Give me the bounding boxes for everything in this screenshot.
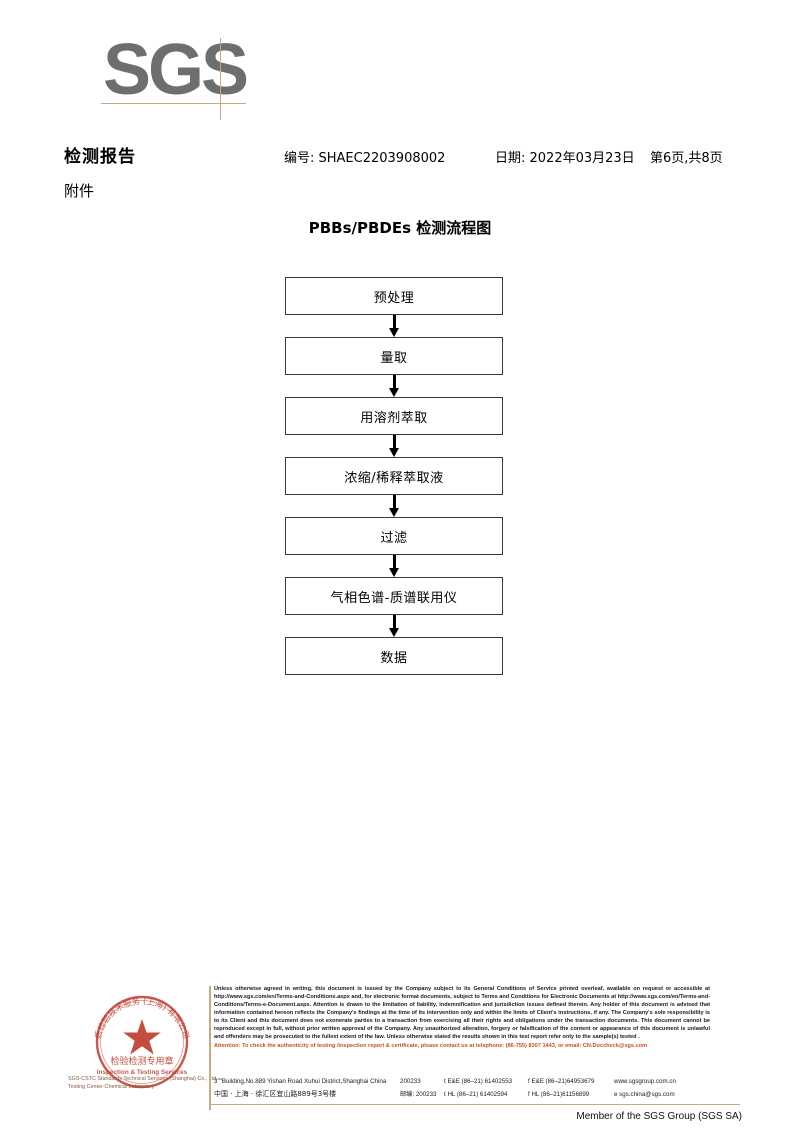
flow-arrow-4 bbox=[285, 495, 503, 517]
address-zip-en: 200233 bbox=[400, 1078, 421, 1085]
flow-node-label: 用溶剂萃取 bbox=[360, 410, 428, 426]
address-row: 3""Building,No.889 Yishan Road Xuhui Dis… bbox=[214, 1078, 724, 1091]
arrow-head-icon bbox=[389, 388, 399, 397]
svg-text:检验检测专用章: 检验检测专用章 bbox=[110, 1055, 173, 1067]
flow-node-label: 过滤 bbox=[380, 530, 408, 546]
address-zip-cn: 邮编: 200233 bbox=[400, 1091, 437, 1098]
address-tel-2-en: f E&E (86–21)64953679 bbox=[528, 1078, 595, 1085]
flow-arrow-3 bbox=[285, 435, 503, 457]
page-indicator: 第6页,共8页 bbox=[650, 151, 723, 166]
legal-attention-text: Attention: To check the authenticity of … bbox=[214, 1042, 648, 1049]
address-row: 中国 · 上海 · 徐汇区宜山路889号3号楼 邮编: 200233 t HL … bbox=[214, 1091, 724, 1103]
arrow-head-icon bbox=[389, 628, 399, 637]
address-line-en: 3""Building,No.889 Yishan Road Xuhui Dis… bbox=[214, 1078, 387, 1085]
arrow-shaft bbox=[392, 615, 396, 630]
sgs-logo: SGS bbox=[101, 34, 249, 120]
address-line-cn: 中国 · 上海 · 徐汇区宜山路889号3号楼 bbox=[214, 1090, 337, 1098]
legal-left-rule bbox=[209, 986, 211, 1108]
address-tel-2-cn: f HL (86–21)61156899 bbox=[528, 1091, 590, 1098]
address-tel-1-cn: t HL (86–21) 61402594 bbox=[444, 1091, 508, 1098]
logo-horizontal-rule bbox=[101, 103, 246, 104]
flow-node-label: 数据 bbox=[380, 650, 408, 666]
arrow-shaft bbox=[392, 375, 396, 390]
flow-node-label: 浓缩/稀释萃取液 bbox=[344, 470, 444, 486]
company-seal-stamp: 质检验技术服务 (上海) 有限公司 检验检测专用章 Inspection & T… bbox=[88, 988, 196, 1096]
arrow-shaft bbox=[392, 435, 396, 450]
arrow-shaft bbox=[392, 315, 396, 330]
sgs-logo-text: SGS bbox=[103, 30, 249, 110]
arrow-head-icon bbox=[389, 508, 399, 517]
arrow-head-icon bbox=[389, 448, 399, 457]
flow-arrow-5 bbox=[285, 555, 503, 577]
flowchart: 预处理 量取 用溶剂萃取 浓缩/稀释萃取液 过滤 bbox=[285, 277, 503, 675]
logo-vertical-rule bbox=[220, 38, 221, 120]
legal-body-text: Unless otherwise agreed in writing, this… bbox=[214, 986, 710, 1040]
flow-node-7: 数据 bbox=[285, 637, 503, 675]
flow-arrow-2 bbox=[285, 375, 503, 397]
flow-node-6: 气相色谱-质谱联用仪 bbox=[285, 577, 503, 615]
arrow-head-icon bbox=[389, 328, 399, 337]
seal-caption-line-2: Testing Center-Chemical Laboratory bbox=[68, 1084, 155, 1091]
flow-node-label: 预处理 bbox=[373, 290, 415, 306]
page-title: 检测报告 bbox=[64, 147, 136, 167]
footer-member-text: Member of the SGS Group (SGS SA) bbox=[576, 1111, 742, 1122]
flow-arrow-1 bbox=[285, 315, 503, 337]
legal-disclaimer: Unless otherwise agreed in writing, this… bbox=[214, 986, 710, 1051]
flowchart-title: PBBs/PBDEs 检测流程图 bbox=[308, 219, 492, 237]
arrow-head-icon bbox=[389, 568, 399, 577]
flow-arrow-6 bbox=[285, 615, 503, 637]
flow-node-2: 量取 bbox=[285, 337, 503, 375]
svg-text:Inspection & Testing Services: Inspection & Testing Services bbox=[97, 1069, 188, 1076]
footer-divider bbox=[209, 1104, 740, 1105]
seal-caption: SGS-CSTC Standards Technical Services (S… bbox=[68, 1075, 228, 1091]
flow-node-1: 预处理 bbox=[285, 277, 503, 315]
arrow-shaft bbox=[392, 495, 396, 510]
page-subtitle: 附件 bbox=[64, 182, 95, 200]
address-tel-1-en: t E&E (86–21) 61402553 bbox=[444, 1078, 513, 1085]
address-email[interactable]: e sgs.china@sgs.com bbox=[614, 1091, 675, 1098]
seal-graphic: 质检验技术服务 (上海) 有限公司 检验检测专用章 Inspection & T… bbox=[93, 995, 191, 1089]
seal-caption-line-1: SGS-CSTC Standards Technical Services (S… bbox=[68, 1076, 218, 1082]
report-date: 日期: 2022年03月23日 bbox=[495, 151, 635, 166]
flow-node-3: 用溶剂萃取 bbox=[285, 397, 503, 435]
flow-node-label: 量取 bbox=[380, 350, 408, 366]
arrow-shaft bbox=[392, 555, 396, 570]
flow-node-5: 过滤 bbox=[285, 517, 503, 555]
report-number: 编号: SHAEC2203908002 bbox=[284, 151, 446, 166]
flow-node-label: 气相色谱-质谱联用仪 bbox=[330, 590, 458, 606]
flow-node-4: 浓缩/稀释萃取液 bbox=[285, 457, 503, 495]
address-website[interactable]: www.sgsgroup.com.cn bbox=[614, 1078, 676, 1085]
address-block: 3""Building,No.889 Yishan Road Xuhui Dis… bbox=[214, 1078, 724, 1103]
